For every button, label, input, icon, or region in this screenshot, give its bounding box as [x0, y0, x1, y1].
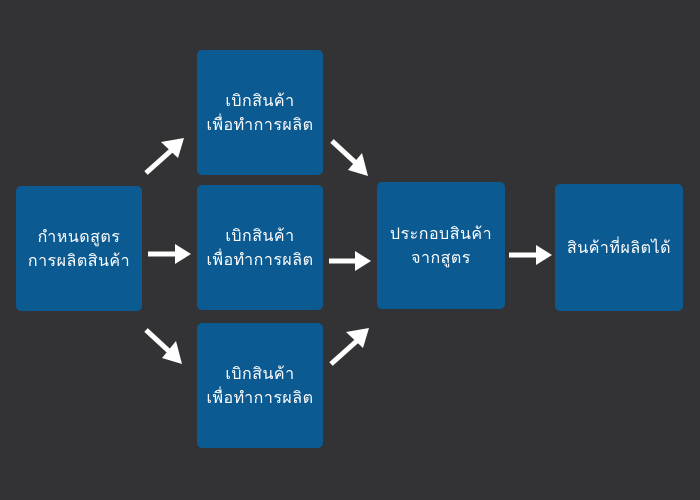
node-finished-product: สินค้าที่ผลิตได้: [555, 184, 683, 311]
node-assemble-line1: ประกอบสินค้า: [389, 223, 493, 243]
node-withdraw-bottom-line2: เพื่อทำการผลิต: [206, 387, 314, 407]
arrow-bottom-to-assemble: [329, 328, 369, 366]
arrow-define-to-bottom: [144, 328, 182, 364]
node-withdraw-middle-line2: เพื่อทำการผลิต: [206, 249, 314, 269]
node-withdraw-top: เบิกสินค้า เพื่อทำการผลิต: [197, 50, 323, 175]
arrow-assemble-to-product: [509, 245, 552, 265]
node-withdraw-top-line1: เบิกสินค้า: [225, 90, 295, 110]
arrow-top-to-assemble: [330, 139, 368, 176]
node-define-formula-line1: กำหนดสูตร: [37, 226, 121, 246]
node-withdraw-bottom-line1: เบิกสินค้า: [225, 363, 295, 383]
node-define-formula: กำหนดสูตร การผลิตสินค้า: [16, 186, 142, 311]
arrow-define-to-middle: [148, 244, 191, 264]
node-assemble: ประกอบสินค้า จากสูตร: [377, 182, 505, 309]
node-withdraw-middle-line1: เบิกสินค้า: [225, 225, 295, 245]
node-withdraw-middle: เบิกสินค้า เพื่อทำการผลิต: [197, 185, 323, 310]
node-withdraw-top-line2: เพื่อทำการผลิต: [206, 114, 314, 134]
node-finished-product-line1: สินค้าที่ผลิตได้: [567, 237, 671, 257]
arrow-middle-to-assemble: [329, 251, 371, 271]
node-define-formula-line2: การผลิตสินค้า: [27, 250, 131, 270]
arrow-define-to-top: [144, 138, 184, 175]
node-assemble-line2: จากสูตร: [411, 247, 471, 267]
node-withdraw-bottom: เบิกสินค้า เพื่อทำการผลิต: [197, 323, 323, 448]
